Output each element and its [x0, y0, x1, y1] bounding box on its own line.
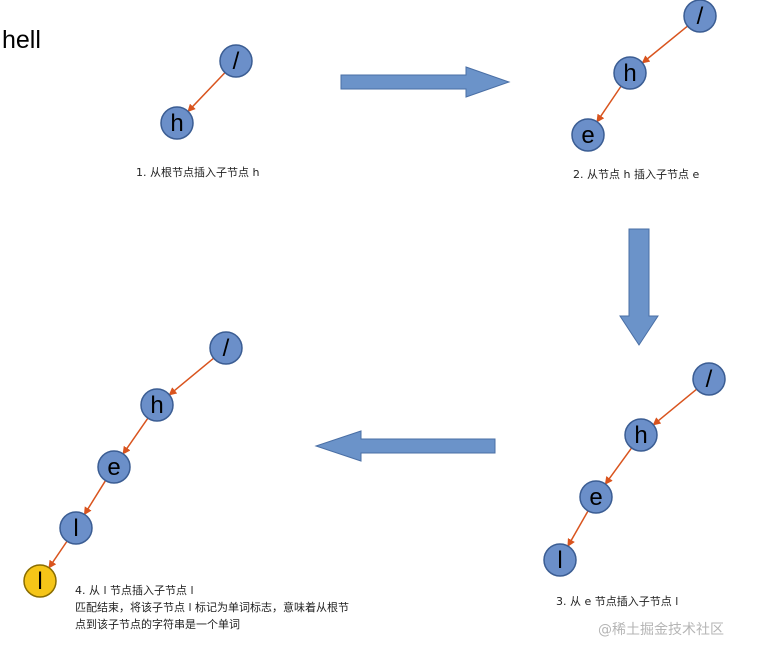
title-word: hell — [2, 26, 41, 54]
node-label: l — [557, 547, 562, 574]
step-4-node-4: l — [23, 564, 57, 598]
step-1-caption: 1. 从根节点插入子节点 h — [136, 164, 259, 181]
step-1-node-1: h — [160, 106, 194, 140]
node-circle — [97, 450, 131, 484]
step-2-node-1: h — [613, 56, 647, 90]
node-label: / — [233, 48, 240, 75]
step-4-edge-4 — [48, 540, 68, 569]
step-4-caption: 4. 从 l 节点插入子节点 l 匹配结束，将该子节点 l 标记为单词标志，意味… — [75, 582, 349, 633]
step-2-edge-2 — [596, 85, 622, 123]
step-3-edge-3 — [567, 510, 589, 547]
step-2-node-0: / — [683, 0, 717, 33]
step-2-node-2: e — [571, 118, 605, 152]
node-circle — [683, 0, 717, 33]
step-3-node-1: h — [624, 418, 658, 452]
node-label: e — [581, 122, 594, 149]
node-label: / — [223, 335, 230, 362]
step-4-node-1: h — [140, 388, 174, 422]
step-1-edge-1 — [187, 72, 226, 113]
watermark: @稀土掘金技术社区 — [598, 622, 724, 638]
step-3-node-0: / — [692, 362, 726, 396]
node-circle — [59, 511, 93, 545]
node-circle — [579, 480, 613, 514]
node-label: l — [73, 515, 78, 542]
step-3-node-3: l — [543, 543, 577, 577]
node-label: h — [634, 422, 647, 449]
step-4-caption-line-1: 4. 从 l 节点插入子节点 l — [75, 584, 194, 597]
step-2-caption-text: 2. 从节点 h 插入子节点 e — [573, 168, 700, 181]
node-label: / — [706, 366, 713, 393]
node-circle — [140, 388, 174, 422]
node-circle — [692, 362, 726, 396]
terminal-node-circle — [23, 564, 57, 598]
step-4-node-3: l — [59, 511, 93, 545]
right-flow-arrow — [340, 66, 511, 98]
node-circle — [613, 56, 647, 90]
step-3-node-2: e — [579, 480, 613, 514]
node-label: l — [37, 568, 42, 595]
node-circle — [209, 331, 243, 365]
node-circle — [543, 543, 577, 577]
step-4-edge-2 — [122, 417, 149, 455]
step-4-edge-1 — [168, 357, 215, 396]
node-label: h — [170, 110, 183, 137]
node-circle — [160, 106, 194, 140]
step-4-node-0: / — [209, 331, 243, 365]
step-4-node-2: e — [97, 450, 131, 484]
node-label: / — [697, 3, 704, 30]
step-4-edge-3 — [83, 480, 107, 516]
node-label: e — [589, 484, 602, 511]
step-2-edge-1 — [641, 25, 689, 64]
node-label: h — [150, 392, 163, 419]
step-3-edge-1 — [652, 388, 698, 426]
step-2-caption: 2. 从节点 h 插入子节点 e — [573, 166, 699, 183]
node-circle — [624, 418, 658, 452]
step-4-caption-line-3: 点到该子节点的字符串是一个单词 — [75, 618, 240, 631]
node-label: e — [107, 454, 120, 481]
down-flow-arrow — [619, 228, 659, 346]
node-label: h — [623, 60, 636, 87]
step-1-caption-text: 1. 从根节点插入子节点 h — [136, 166, 260, 179]
step-3-edge-2 — [604, 447, 633, 485]
node-circle — [219, 44, 253, 78]
left-flow-arrow — [314, 430, 496, 462]
step-3-caption: 3. 从 e 节点插入子节点 l — [556, 593, 678, 610]
node-circle — [571, 118, 605, 152]
step-4-caption-line-2: 匹配结束，将该子节点 l 标记为单词标志，意味着从根节 — [75, 601, 350, 614]
step-1-node-0: / — [219, 44, 253, 78]
step-3-caption-text: 3. 从 e 节点插入子节点 l — [556, 595, 679, 608]
